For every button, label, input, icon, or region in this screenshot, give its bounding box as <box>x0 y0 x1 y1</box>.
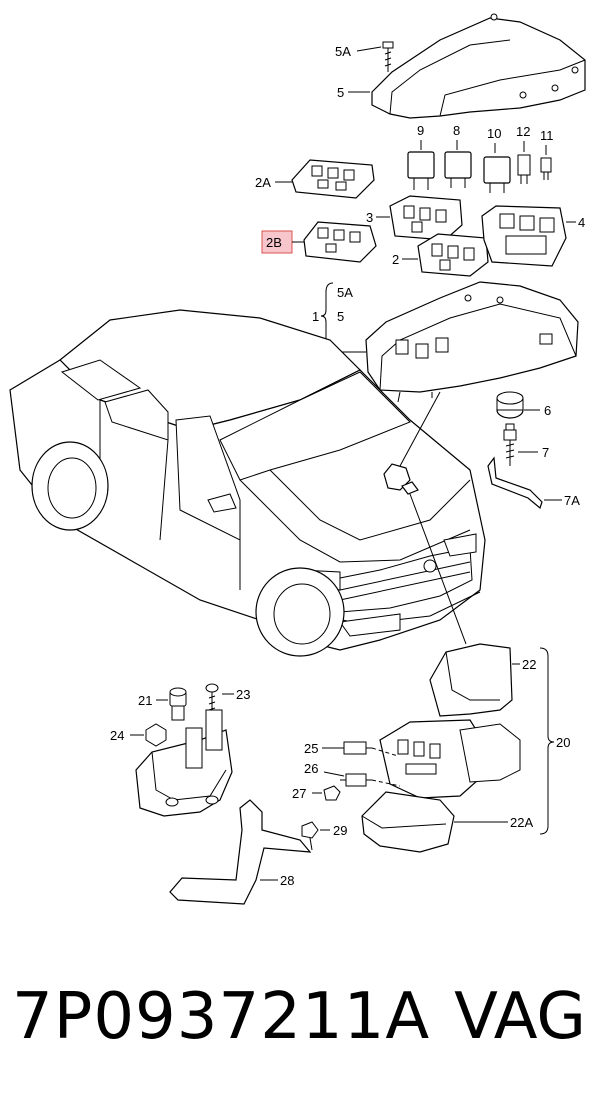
relay-8 <box>444 151 472 188</box>
label-7A: 7A <box>564 493 580 508</box>
bracket-7A <box>487 456 543 510</box>
label-27: 27 <box>292 786 306 801</box>
fuse-box-cover <box>371 13 586 119</box>
label-5: 5 <box>337 85 344 100</box>
label-20: 20 <box>556 735 570 750</box>
label-2A: 2A <box>255 175 271 190</box>
label-1: 1 <box>312 309 319 324</box>
label-9: 9 <box>417 123 424 138</box>
relay-9 <box>407 151 435 190</box>
label-7: 7 <box>542 445 549 460</box>
label-4: 4 <box>578 215 585 230</box>
dash-25 <box>371 747 399 757</box>
fuse-holder-20 <box>379 719 521 799</box>
label-12: 12 <box>516 124 530 139</box>
relay-holder-2 <box>417 233 489 277</box>
relay-holder-3 <box>389 195 463 241</box>
label-29: 29 <box>333 823 347 838</box>
label-8: 8 <box>453 123 460 138</box>
screw-5A <box>382 41 394 72</box>
fuse-holder-4 <box>481 205 567 267</box>
label-5A: 5A <box>335 44 351 59</box>
label-25: 25 <box>304 741 318 756</box>
label-2B: 2B <box>266 235 282 250</box>
label-24: 24 <box>110 728 124 743</box>
bracket-20 <box>539 647 555 835</box>
fuse-25 <box>338 741 372 755</box>
label-22A: 22A <box>510 815 533 830</box>
leader-bottom-assembly <box>409 493 467 645</box>
fuse-26 <box>340 773 372 787</box>
leader-26 <box>323 771 345 777</box>
relay-carrier-2B <box>303 221 377 263</box>
fuse-11 <box>540 157 552 180</box>
nut-6 <box>496 391 524 419</box>
fuse-12 <box>517 154 531 184</box>
label-6: 6 <box>544 403 551 418</box>
label-3: 3 <box>366 210 373 225</box>
label-22: 22 <box>522 657 536 672</box>
label-26: 26 <box>304 761 318 776</box>
bracket-28 <box>169 799 312 905</box>
nut-27 <box>323 785 341 801</box>
label-1-5A: 5A <box>337 285 353 300</box>
relay-10 <box>483 156 511 193</box>
bolt-21 <box>169 687 187 721</box>
fuse-box-housing <box>365 281 579 403</box>
label-11: 11 <box>540 128 554 143</box>
nut-24 <box>145 723 167 747</box>
label-1-5: 5 <box>337 309 344 324</box>
vehicle-illustration <box>9 309 486 657</box>
relay-carrier-2A <box>291 159 375 199</box>
dash-26 <box>371 779 401 787</box>
bracket-assembly-left <box>135 709 233 817</box>
bolt-7 <box>503 423 517 466</box>
nut-29 <box>301 821 319 851</box>
label-2: 2 <box>392 252 399 267</box>
cover-22 <box>429 643 513 717</box>
part-number: 7P0937211A <box>12 980 431 1054</box>
label-10: 10 <box>487 126 501 141</box>
leader-5A <box>356 46 382 52</box>
leader-top-assembly <box>399 391 441 467</box>
label-28: 28 <box>280 873 294 888</box>
cover-22A <box>361 791 455 853</box>
label-21: 21 <box>138 693 152 708</box>
label-23: 23 <box>236 687 250 702</box>
brand-label: VAG <box>454 980 586 1054</box>
